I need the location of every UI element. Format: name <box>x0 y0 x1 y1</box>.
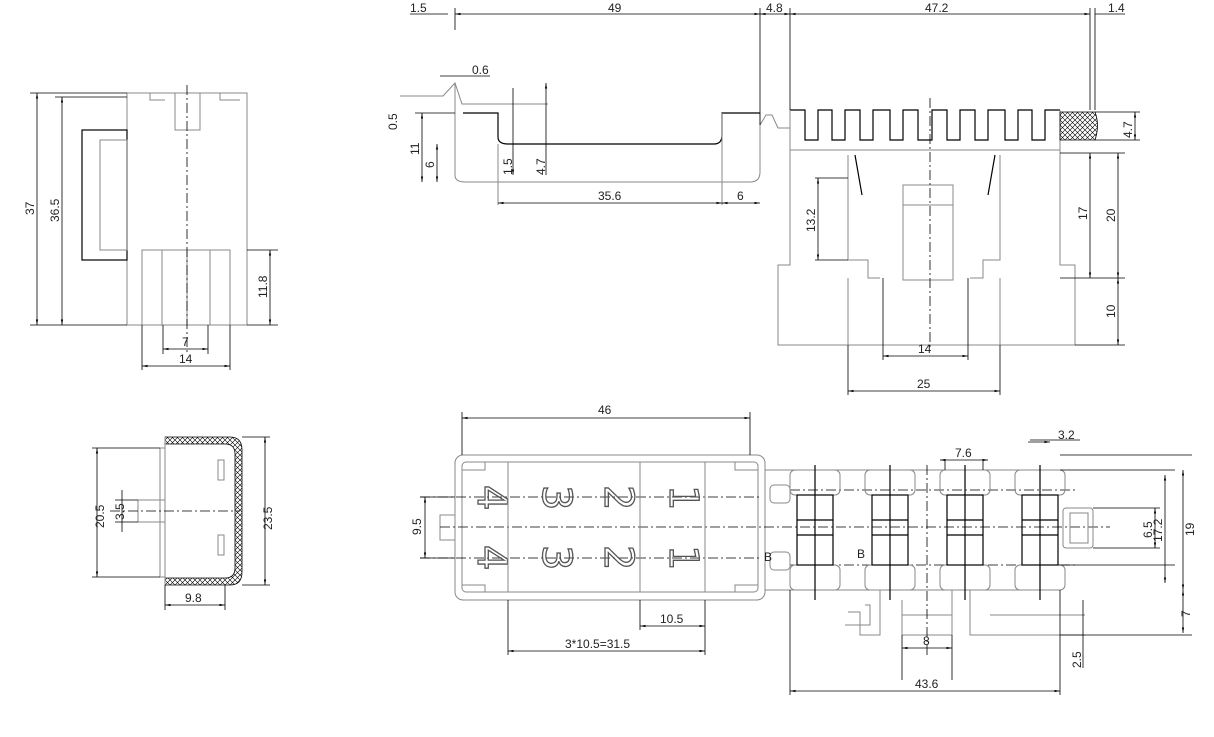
dim-0-5: 0.5 <box>386 113 400 130</box>
dim-13-2: 13.2 <box>804 208 818 232</box>
position-number-3-bottom: 3 <box>533 545 579 570</box>
section-view: 20.5 3.5 23.5 9.8 <box>92 436 275 610</box>
dim-3-5: 3.5 <box>113 503 127 520</box>
dim-6-left: 6 <box>423 161 437 168</box>
dim-3x10-5: 3*10.5=31.5 <box>565 637 630 651</box>
position-number-3-top: 3 <box>533 485 579 510</box>
dim-7-bottom: 7 <box>1179 610 1193 617</box>
dim-20-5: 20.5 <box>93 504 107 528</box>
dim-1-4: 1.4 <box>1108 1 1125 15</box>
dim-10: 10 <box>1104 304 1118 318</box>
dim-2-5: 2.5 <box>1070 651 1084 668</box>
dim-9-5: 9.5 <box>410 518 424 535</box>
dim-37: 37 <box>23 201 37 215</box>
dim-1-5-mid: 1.5 <box>501 158 515 175</box>
dim-7: 7 <box>182 335 189 349</box>
dim-36-5: 36.5 <box>48 198 62 222</box>
section-mark-b-left: B <box>764 550 772 564</box>
top-view: 4 3 2 1 4 3 2 1 <box>410 403 1197 695</box>
contact-group-4 <box>1014 465 1066 600</box>
dim-14-end: 14 <box>918 342 932 356</box>
dim-14: 14 <box>179 352 193 366</box>
contact-group-3 <box>939 465 991 600</box>
dim-3-2: 3.2 <box>1058 428 1075 442</box>
dim-8: 8 <box>923 634 930 648</box>
position-number-4-top: 4 <box>468 485 514 510</box>
end-view: 13.2 17 20 10 14 25 4.7 <box>777 98 1140 395</box>
dim-17: 17 <box>1076 206 1090 220</box>
dim-19: 19 <box>1183 522 1197 536</box>
dim-0-6: 0.6 <box>472 63 489 77</box>
dim-49: 49 <box>608 1 622 15</box>
dim-6-5: 6.5 <box>1141 521 1155 538</box>
position-number-2-bottom: 2 <box>595 545 641 570</box>
dim-46: 46 <box>598 403 612 417</box>
dim-47-2: 47.2 <box>925 1 949 15</box>
dim-6-right: 6 <box>737 189 744 203</box>
dim-23-5: 23.5 <box>261 506 275 530</box>
dim-11: 11 <box>408 142 422 155</box>
dim-7-6: 7.6 <box>955 446 972 460</box>
dim-20: 20 <box>1104 208 1118 222</box>
dim-35-6: 35.6 <box>598 189 622 203</box>
contact-group-1 <box>789 465 841 600</box>
dim-11-8: 11.8 <box>256 275 270 298</box>
dim-1-5-top: 1.5 <box>410 1 427 15</box>
dim-25: 25 <box>917 377 931 391</box>
front-view: 37 36.5 11.8 7 14 <box>23 85 278 370</box>
position-number-1-top: 1 <box>660 485 706 510</box>
dim-4-7-left: 4.7 <box>534 158 548 175</box>
dim-9-8: 9.8 <box>185 591 202 605</box>
dim-10-5: 10.5 <box>660 612 684 626</box>
dim-4-8: 4.8 <box>766 1 783 15</box>
position-number-4-bottom: 4 <box>468 545 514 570</box>
position-number-2-top: 2 <box>595 485 641 510</box>
dim-43-6: 43.6 <box>915 677 939 691</box>
dim-4-7-right: 4.7 <box>1121 121 1135 138</box>
contact-group-2 <box>864 465 916 600</box>
side-profile-view: 1.5 49 4.8 47.2 1.4 0.6 0.5 11 6 1.5 4.7… <box>386 1 1125 205</box>
section-mark-b-right: B <box>857 547 865 561</box>
position-number-1-bottom: 1 <box>660 545 706 570</box>
dim-17-2: 17.2 <box>1151 518 1165 542</box>
